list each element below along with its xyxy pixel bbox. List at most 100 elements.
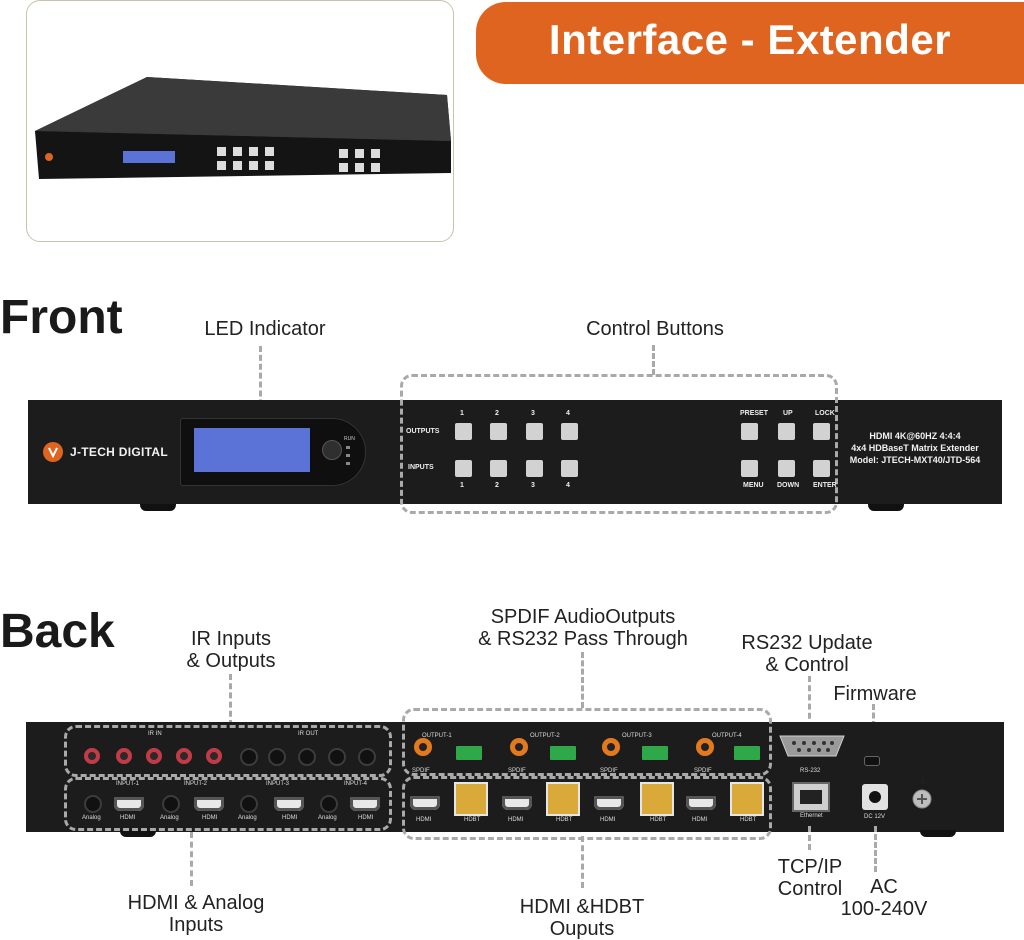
lcd-display <box>194 428 310 472</box>
menu-button[interactable] <box>741 460 758 477</box>
hdmi-analog-callout-line <box>190 832 193 886</box>
input-3-label: INPUT-3 <box>266 781 290 787</box>
input-num-2: 2 <box>495 482 499 489</box>
lock-label: LOCK <box>815 410 835 417</box>
analog-jack-2[interactable] <box>162 795 180 813</box>
tcp-callout-line2: Control <box>777 878 843 900</box>
spdif-callout-line2: & RS232 Pass Through <box>478 628 688 650</box>
ac-callout: AC 100-240V <box>836 876 932 920</box>
down-button[interactable] <box>778 460 795 477</box>
model-line-1: HDMI 4K@60HZ 4:4:4 <box>869 431 961 441</box>
hdmi-label-3: HDMI <box>282 815 298 821</box>
ac-callout-line <box>874 826 877 872</box>
ir-in-jack-2[interactable] <box>116 748 132 764</box>
analog-jack-3[interactable] <box>240 795 258 813</box>
hdbt-label-3: HDBT <box>650 817 667 823</box>
input-4-label: INPUT-4 <box>344 781 368 787</box>
tcp-callout-line <box>808 826 811 850</box>
hdmi-input-2[interactable] <box>194 797 224 811</box>
analog-label-2: Analog <box>160 815 179 821</box>
hdmi-output-2[interactable] <box>502 796 532 810</box>
ir-out-jack-4[interactable] <box>328 748 346 766</box>
ir-callout: IR Inputs & Outputs <box>166 628 296 672</box>
enter-label: ENTER <box>813 482 837 489</box>
led-dot-2 <box>346 454 350 457</box>
back-foot-left <box>120 830 156 837</box>
rs232-terminal-1[interactable] <box>456 746 482 760</box>
hdbt-callout-line <box>581 836 584 888</box>
output-4-button[interactable] <box>561 423 578 440</box>
hdmi-input-4[interactable] <box>350 797 380 811</box>
spdif-port-2[interactable] <box>510 738 528 756</box>
output-num-2: 2 <box>495 410 499 417</box>
hdmi-output-3[interactable] <box>594 796 624 810</box>
ir-out-jack-3[interactable] <box>298 748 316 766</box>
ir-out-jack-all[interactable] <box>358 748 376 766</box>
input-3-button[interactable] <box>526 460 543 477</box>
input-1-label: INPUT-1 <box>116 781 140 787</box>
up-button[interactable] <box>778 423 795 440</box>
logo-icon <box>43 442 63 462</box>
ir-sensor-icon <box>322 440 342 460</box>
rs232-terminal-4[interactable] <box>734 746 760 760</box>
ir-out-jack-2[interactable] <box>268 748 286 766</box>
led-dot-3 <box>346 462 350 465</box>
model-line-2: 4x4 HDBaseT Matrix Extender <box>851 443 979 453</box>
ethernet-port[interactable] <box>792 782 830 812</box>
back-foot-right <box>920 830 956 837</box>
enter-button[interactable] <box>813 460 830 477</box>
rs232-callout-line1: RS232 Update <box>741 632 873 654</box>
hdmi-analog-inputs-highlight <box>64 777 392 831</box>
hdbt-output-2[interactable] <box>546 782 580 816</box>
hdbt-output-3[interactable] <box>640 782 674 816</box>
down-label: DOWN <box>777 482 800 489</box>
logo-text: J-TECH DIGITAL <box>70 445 168 459</box>
hdmi-out-label-1: HDMI <box>416 817 432 823</box>
input-1-button[interactable] <box>455 460 472 477</box>
ir-in-jack-3[interactable] <box>146 748 162 764</box>
dc-power-jack[interactable] <box>862 784 888 810</box>
hdmi-label-1: HDMI <box>120 815 136 821</box>
spdif-port-1[interactable] <box>414 738 432 756</box>
rs232-terminal-3[interactable] <box>642 746 668 760</box>
hdbt-output-4[interactable] <box>730 782 764 816</box>
analog-jack-1[interactable] <box>84 795 102 813</box>
spdif-rs232-outputs-highlight <box>402 708 772 776</box>
hdmi-input-1[interactable] <box>114 797 144 811</box>
ir-out-label: IR OUT <box>298 731 319 737</box>
analog-jack-4[interactable] <box>320 795 338 813</box>
output-num-4: 4 <box>566 410 570 417</box>
input-4-button[interactable] <box>561 460 578 477</box>
hdmi-output-1[interactable] <box>410 796 440 810</box>
ground-screw-icon: ⏚ <box>912 775 932 809</box>
tcp-callout: TCP/IP Control <box>768 856 852 900</box>
lock-button[interactable] <box>813 423 830 440</box>
input-2-button[interactable] <box>490 460 507 477</box>
output-2-button[interactable] <box>490 423 507 440</box>
spdif-port-4[interactable] <box>696 738 714 756</box>
output-3-button[interactable] <box>526 423 543 440</box>
hdbt-output-1[interactable] <box>454 782 488 816</box>
preset-button[interactable] <box>741 423 758 440</box>
hdmi-hdbt-outputs-highlight <box>402 776 772 840</box>
ethernet-label: Ethernet <box>800 813 823 819</box>
firmware-usb-port[interactable] <box>864 756 880 766</box>
output-1-button[interactable] <box>455 423 472 440</box>
rs232-terminal-2[interactable] <box>550 746 576 760</box>
ir-out-jack-1[interactable] <box>240 748 258 766</box>
ir-in-jack-1[interactable] <box>84 748 100 764</box>
ir-callout-line1: IR Inputs <box>190 628 272 650</box>
rs232-db9-port[interactable] <box>778 734 846 758</box>
hdbt-callout-line2: Ouputs <box>549 918 615 940</box>
hdmi-output-4[interactable] <box>686 796 716 810</box>
hdbt-label-2: HDBT <box>556 817 573 823</box>
ir-in-jack-4[interactable] <box>176 748 192 764</box>
brand-logo: J-TECH DIGITAL <box>42 440 168 464</box>
buttons-callout-line <box>652 345 655 375</box>
led-indicator-callout: LED Indicator <box>204 318 326 340</box>
hdmi-label-2: HDMI <box>202 815 218 821</box>
ir-in-jack-all[interactable] <box>206 748 222 764</box>
page-title: Interface - Extender <box>548 16 952 63</box>
spdif-port-3[interactable] <box>602 738 620 756</box>
hdmi-input-3[interactable] <box>274 797 304 811</box>
